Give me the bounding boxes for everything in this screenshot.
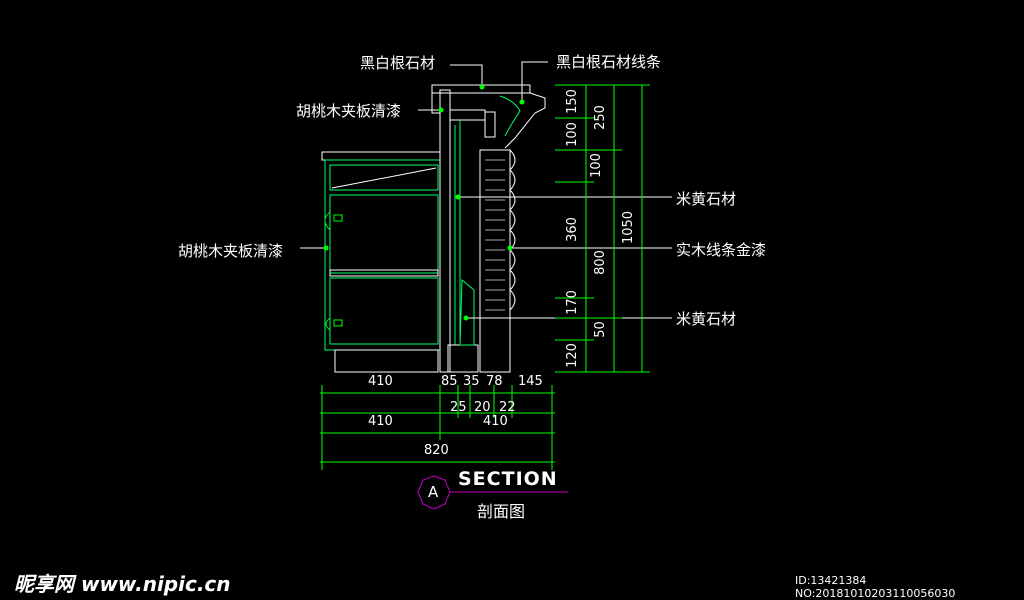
dim-h3-410a: 410: [368, 414, 393, 429]
dim-h2-20: 20: [474, 400, 491, 415]
section-title: SECTION: [458, 468, 558, 490]
dim-h1-35: 35: [463, 374, 480, 389]
dim-v1-360: 360: [564, 217, 580, 242]
right-molding: [431, 84, 546, 373]
label-walnut-upper: 胡桃木夹板清漆: [296, 102, 402, 120]
watermark-id: ID:13421384 NO:20181010203110056030: [795, 574, 956, 600]
center-column: [439, 89, 496, 373]
dim-v1-170: 170: [564, 290, 580, 315]
dim-h3-410b: 410: [483, 414, 508, 429]
label-stone-molding: 黑白根石材线条: [556, 53, 662, 71]
dim-v3-1050: 1050: [621, 210, 637, 245]
dim-h4-820: 820: [424, 443, 449, 458]
label-stone-top: 黑白根石材: [360, 54, 436, 72]
dim-h1-78: 78: [486, 374, 503, 389]
vertical-dims: [555, 84, 650, 373]
label-solid-wood-gold: 实木线条金漆: [676, 241, 767, 259]
dim-h2-25: 25: [450, 400, 467, 415]
dim-v1-120: 120: [564, 343, 580, 368]
dim-v2-800: 800: [592, 250, 608, 275]
dim-h1-85: 85: [441, 374, 458, 389]
label-beige-stone-1: 米黄石材: [676, 190, 737, 208]
leader-dots: [323, 84, 525, 321]
watermark-site: 昵享网 www.nipic.cn: [14, 572, 231, 596]
dim-v1-100b: 100: [588, 153, 604, 178]
label-beige-stone-2: 米黄石材: [676, 310, 737, 328]
horizontal-dims: [320, 385, 555, 470]
dim-h1-410: 410: [368, 374, 393, 389]
dim-h1-145: 145: [518, 374, 543, 389]
dim-v1-150: 150: [564, 89, 580, 114]
section-marker: [417, 475, 568, 510]
dim-v2-50: 50: [592, 321, 608, 338]
dim-v2-250: 250: [592, 105, 608, 130]
section-letter: A: [428, 483, 439, 501]
left-cabinet: [321, 151, 441, 373]
dim-h2-22: 22: [499, 400, 516, 415]
dim-v1-100a: 100: [564, 122, 580, 147]
section-subtitle: 剖面图: [477, 502, 526, 521]
label-walnut-left: 胡桃木夹板清漆: [178, 242, 284, 260]
